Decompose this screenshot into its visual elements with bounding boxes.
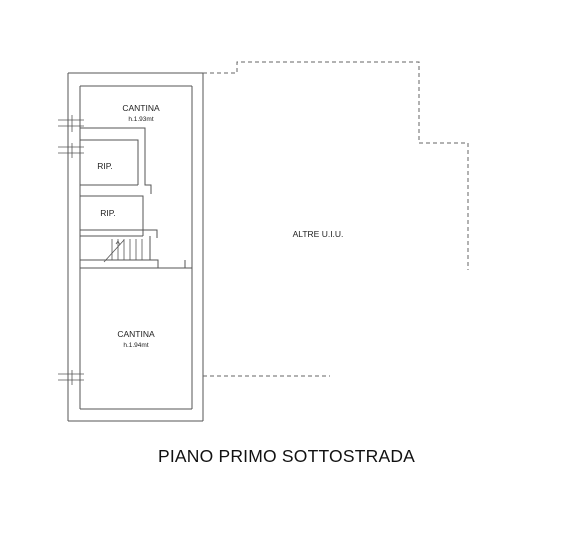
stair xyxy=(103,239,143,263)
rip-2-label: RIP. xyxy=(100,208,115,218)
plan-title: PIANO PRIMO SOTTOSTRADA xyxy=(157,446,416,466)
room-labels: CANTINA h.1.93mt RIP. RIP. CANTINA h.1.9… xyxy=(97,103,343,349)
cantina-top-label: CANTINA xyxy=(122,103,160,113)
outer-walls xyxy=(67,72,204,422)
other-units-boundary xyxy=(203,61,469,377)
window-marks xyxy=(58,115,84,385)
cantina-bottom-height: h.1.94mt xyxy=(123,342,148,349)
cantina-top-height: h.1.93mt xyxy=(128,116,153,123)
cantina-bottom-label: CANTINA xyxy=(117,329,155,339)
rip-1-label: RIP. xyxy=(97,161,112,171)
interior-walls xyxy=(80,127,192,269)
other-units-label: ALTRE U.I.U. xyxy=(293,229,344,239)
